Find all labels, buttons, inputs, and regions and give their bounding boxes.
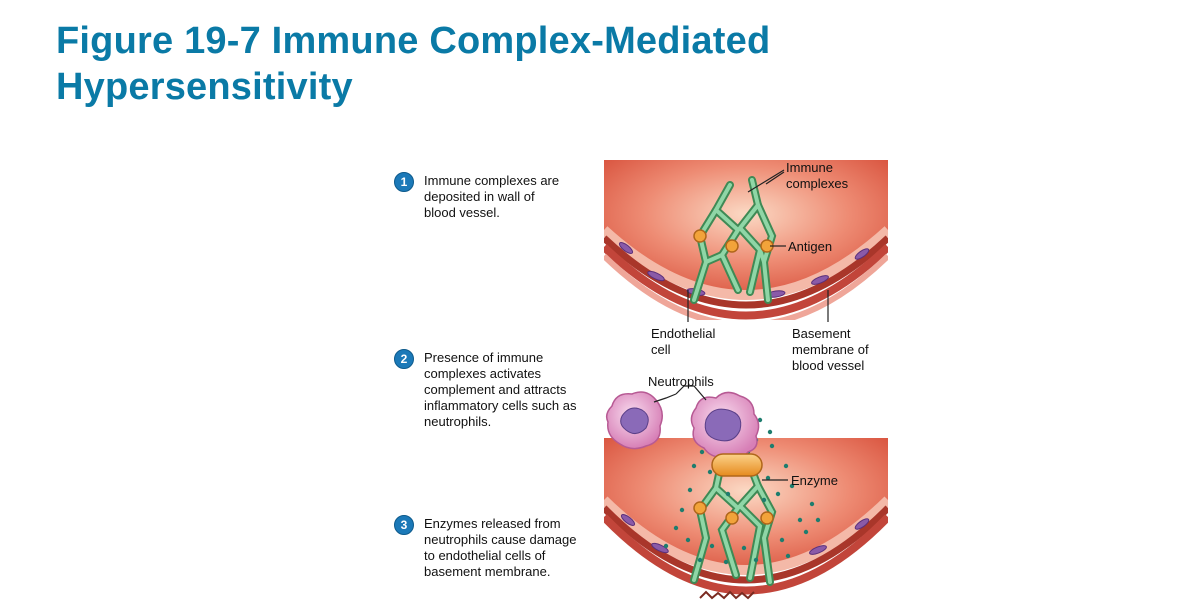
basement-membrane-bottom	[604, 505, 888, 584]
neutrophil-left	[605, 391, 663, 450]
slide-title-line-2: Hypersensitivity	[56, 66, 353, 108]
enzyme-capsule	[711, 453, 763, 477]
step-2-line-5: neutrophils.	[424, 414, 492, 429]
label-basement-membrane-line-2: membrane of	[792, 342, 869, 357]
step-2-line-4: inflammatory cells such as	[424, 398, 577, 413]
vessel-top	[604, 160, 888, 320]
step-1-badge: 1	[394, 172, 414, 192]
label-immune-complexes: Immune complexes	[786, 160, 848, 192]
slide-title: Figure 19-7 Immune Complex-Mediated Hype…	[56, 18, 770, 110]
step-3-line-2: neutrophils cause damage	[424, 532, 577, 547]
label-immune-complexes-line-1: Immune	[786, 160, 833, 175]
step-3-line-4: basement membrane.	[424, 564, 551, 579]
label-immune-complexes-line-2: complexes	[786, 176, 849, 191]
label-leader-lines	[653, 169, 829, 481]
step-2-badge: 2	[394, 349, 414, 369]
vessel-lumen-top	[604, 160, 888, 295]
label-endothelial-cell-line-1: Endothelial	[651, 326, 716, 341]
label-endothelial-cell-line-2: cell	[651, 342, 671, 357]
neutrophil-right	[690, 391, 760, 459]
step-1-line-3: blood vessel.	[424, 205, 500, 220]
basement-membrane-top	[604, 235, 888, 309]
step-1-line-2: deposited in wall of	[424, 189, 535, 204]
step-2-line-1: Presence of immune	[424, 350, 544, 365]
step-3-line-3: to endothelial cells of	[424, 548, 546, 563]
endothelial-layer-top	[604, 226, 888, 300]
label-enzyme: Enzyme	[791, 473, 838, 488]
step-3-badge: 3	[394, 515, 414, 535]
step-1-line-1: Immune complexes are	[424, 173, 560, 188]
label-neutrophils: Neutrophils	[648, 374, 714, 389]
slide-title-line-1: Figure 19-7 Immune Complex-Mediated	[56, 20, 771, 62]
label-basement-membrane-line-1: Basement	[792, 326, 851, 341]
antigen-markers-top	[693, 229, 774, 253]
step-2-line-2: complexes activates	[424, 366, 542, 381]
label-basement-membrane: Basement membrane of blood vessel	[792, 326, 869, 374]
label-antigen: Antigen	[788, 239, 833, 254]
step-1-text: Immune complexes are deposited in wall o…	[424, 173, 559, 221]
step-2-line-3: complement and attracts	[424, 382, 567, 397]
label-basement-membrane-line-3: blood vessel	[792, 358, 865, 373]
label-endothelial-cell: Endothelial cell	[651, 326, 715, 358]
step-2-text: Presence of immune complexes activates c…	[424, 350, 576, 430]
step-3-line-1: Enzymes released from	[424, 516, 561, 531]
step-3-text: Enzymes released from neutrophils cause …	[424, 516, 577, 580]
